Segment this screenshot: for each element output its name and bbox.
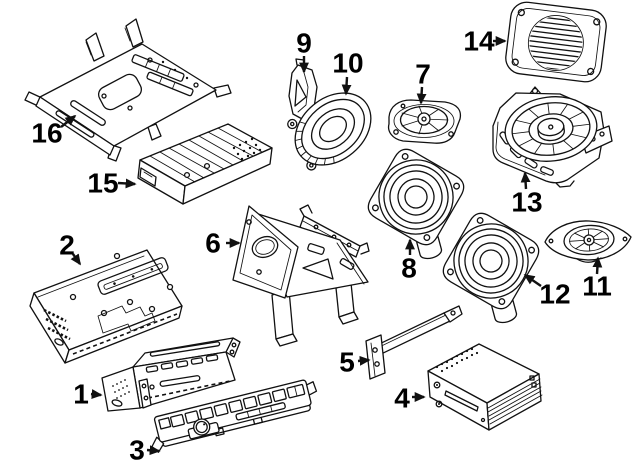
part-10-midrange-speaker [287,92,372,171]
part-6-radio-mounting-bracket [232,204,370,347]
callout-14-label: 14 [463,26,495,57]
part-9-pillar-tweeter-speaker [288,58,318,127]
callout-10-label: 10 [332,48,363,79]
callout-2: 2 [59,230,81,266]
callout-11-label: 11 [582,271,612,302]
callout-16-arrow [60,114,77,128]
callout-3-label: 3 [129,435,145,466]
callout-16-label: 16 [31,118,62,149]
callout-11: 11 [582,256,612,302]
part-11-rear-tweeter-speaker [544,220,632,263]
callout-9-label: 9 [296,28,312,59]
callout-13-label: 13 [511,187,542,218]
part-15-amplifier-unit [137,123,273,205]
callout-12-arrow [523,274,542,287]
callout-16: 16 [31,114,77,149]
callout-10: 10 [332,48,364,96]
callout-6-label: 6 [205,228,221,259]
callout-9: 9 [296,28,312,74]
callout-8-label: 8 [401,253,417,284]
radio-connector-dots [112,379,130,399]
callout-12: 12 [523,274,571,310]
part-4-cd-changer-unit [427,343,543,431]
part-1-radio-unit [101,337,241,412]
part-5-support-bracket-rail [365,305,463,380]
callout-15-arrow [117,178,137,189]
callout-5: 5 [339,347,371,378]
callout-5-label: 5 [339,347,355,378]
callout-14: 14 [463,26,507,57]
cd-changer-vents [487,378,543,425]
callout-4-label: 4 [394,383,410,414]
amplifier-connector-pins [232,137,262,161]
callout-1: 1 [73,379,103,410]
callout-12-label: 12 [539,279,570,310]
callout-15: 15 [87,168,137,199]
callout-7-arrow [416,86,427,105]
callout-6: 6 [205,228,241,259]
callout-3: 3 [129,435,161,466]
faceplate-buttons [169,388,287,428]
callout-2-label: 2 [59,230,75,261]
cd-changer-pins [435,347,479,373]
callout-1-label: 1 [73,379,89,410]
callout-11-arrow [592,256,603,275]
callouts: 16 15 9 10 7 14 13 8 12 11 6 2 [31,26,611,466]
callout-7: 7 [415,59,431,105]
callout-5-arrow [357,355,371,366]
part-7-tweeter-speaker [387,99,462,144]
callout-13: 13 [511,171,543,218]
subwoofer-spokes [511,102,591,156]
part-13-subwoofer-speaker [492,86,613,188]
part-14-speaker-grille [505,1,607,83]
callout-1-arrow [90,389,103,399]
callout-2-arrow [70,253,81,266]
callout-4: 4 [394,383,426,414]
part-2-receiver-unit [29,249,183,364]
callout-8: 8 [401,238,417,284]
callout-13-arrow [520,171,531,190]
part-16-amplifier-mounting-bracket [24,18,232,162]
callout-10-arrow [341,76,352,96]
callout-3-arrow [146,445,161,456]
callout-7-label: 7 [415,59,431,90]
speaker-rim-hatching [294,121,335,166]
callout-15-label: 15 [87,168,118,199]
part-3-control-panel-faceplate [151,379,318,453]
